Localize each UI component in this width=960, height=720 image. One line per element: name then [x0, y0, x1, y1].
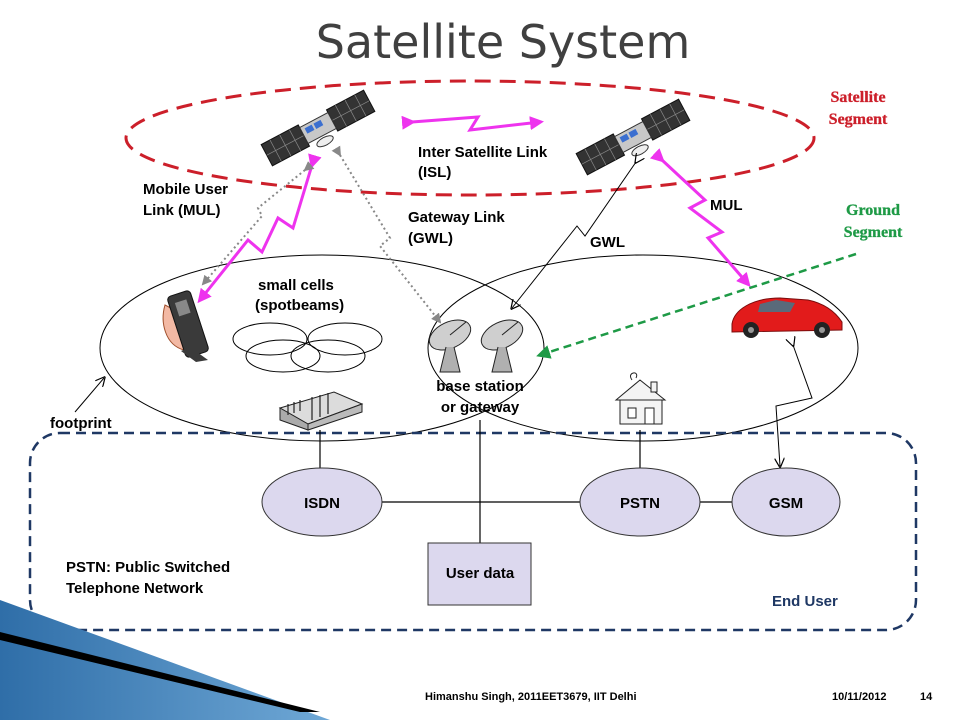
network-connections [319, 420, 732, 543]
isl-label-line1: Inter Satellite Link [418, 144, 548, 161]
page-title: Satellite System [316, 15, 691, 69]
mul-left-label: Mobile User Link (MUL) [143, 181, 228, 219]
gsm-label: GSM [769, 495, 803, 512]
pstn-note-line2: Telephone Network [66, 580, 204, 597]
footer-date: 10/11/2012 [832, 691, 886, 703]
base-station-line1: base station [436, 378, 524, 395]
isl-label-line2: (ISL) [418, 164, 451, 181]
pstn-label: PSTN [620, 495, 660, 512]
satellite-segment-line1: Satellite [830, 89, 885, 106]
mobile-phone-icon [162, 290, 209, 362]
gateway-link-label: Gateway Link (GWL) [408, 209, 505, 247]
small-cells-line1: small cells [258, 277, 334, 294]
user-data-node: User data [427, 542, 532, 606]
mul-right-link-arrow [649, 148, 751, 288]
isl-label: Inter Satellite Link (ISL) [418, 144, 548, 181]
mobile-dotted-link [201, 161, 315, 286]
small-cells-line2: (spotbeams) [255, 297, 344, 314]
user-data-label: User data [446, 565, 515, 582]
ground-segment-line2: Segment [844, 224, 903, 241]
pstn-note: PSTN: Public Switched Telephone Network [66, 559, 230, 597]
satellite-segment-ellipse [124, 79, 816, 197]
gateway-link-label-line2: (GWL) [408, 230, 453, 247]
house-icon [614, 372, 667, 425]
isdn-node: ISDN [261, 467, 383, 537]
gateway-link-label-line1: Gateway Link [408, 209, 505, 226]
footprint-pointer [74, 378, 104, 413]
isl-link-arrow [401, 115, 544, 132]
footer-author: Himanshu Singh, 2011EET3679, IIT Delhi [425, 691, 637, 703]
satellite-segment-label: Satellite Segment [829, 89, 889, 128]
red-car-icon [731, 297, 843, 338]
ground-segment-label: Ground Segment [844, 202, 904, 241]
pstn-note-line1: PSTN: Public Switched [66, 559, 230, 576]
satellite-left-icon [260, 89, 376, 167]
base-station-line2: or gateway [441, 399, 520, 416]
satellite-segment-line2: Segment [829, 111, 888, 128]
office-building-icon [278, 391, 364, 431]
gsm-car-link-arrow [776, 345, 813, 466]
mul-right-label: MUL [710, 197, 743, 214]
ground-segment-line1: Ground [846, 202, 900, 219]
mul-left-label-line2: Link (MUL) [143, 202, 220, 219]
satellite-right-icon [575, 98, 691, 176]
footer-page-number: 14 [920, 691, 933, 703]
footprint-label: footprint [50, 415, 112, 432]
end-user-label: End User [772, 593, 838, 610]
mul-left-label-line1: Mobile User [143, 181, 228, 198]
gsm-node: GSM [731, 467, 841, 537]
small-cells-label: small cells (spotbeams) [255, 277, 344, 314]
base-station-label: base station or gateway [436, 378, 524, 416]
gwl-label: GWL [590, 234, 625, 251]
decorative-corner [0, 600, 330, 720]
pstn-node: PSTN [579, 467, 701, 537]
isdn-label: ISDN [304, 495, 340, 512]
gwl-link-arrow [512, 162, 636, 308]
ground-segment-arrow [536, 252, 857, 359]
spotbeam-cells [232, 322, 383, 373]
satellite-dish-icon [428, 319, 524, 373]
